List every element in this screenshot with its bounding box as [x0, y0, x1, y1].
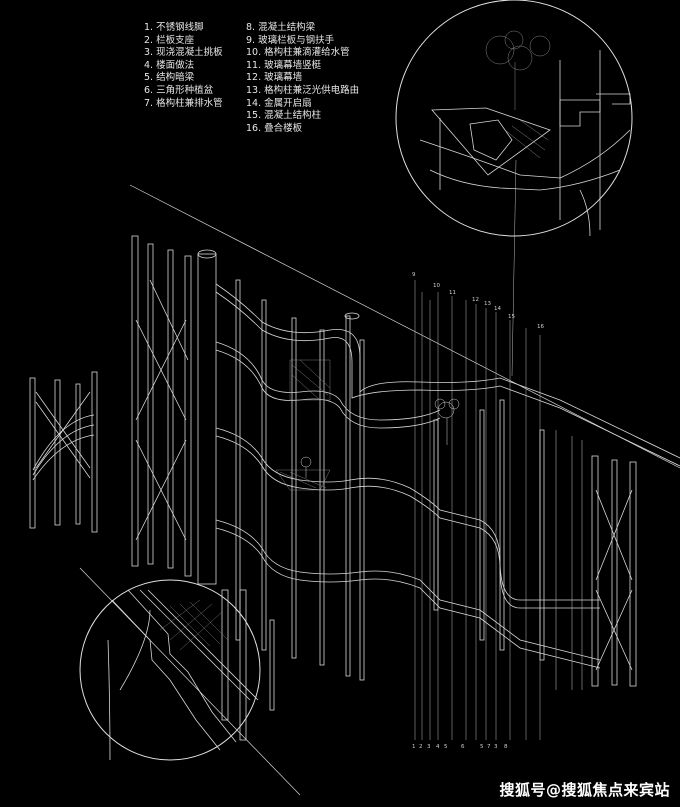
- legend-item: 10. 格构柱兼滴灌给水管: [246, 47, 350, 59]
- legend-item: 11. 玻璃幕墙竖梃: [246, 59, 322, 71]
- callout-top: 13: [484, 301, 491, 307]
- legend-item: 2. 栏板支座: [144, 34, 195, 46]
- legend-item: 8. 混凝土结构梁: [246, 22, 316, 33]
- callout-top: 15: [508, 314, 515, 320]
- callout-bottom: 8: [504, 744, 508, 750]
- callout-top: 9: [412, 272, 416, 278]
- callout-top: 12: [472, 297, 479, 303]
- legend-item: 14. 金属开启扇: [246, 97, 312, 109]
- legend-item: 9. 玻璃栏板与钢扶手: [246, 34, 335, 46]
- watermark-text: 搜狐号@搜狐焦点来宾站: [499, 781, 670, 799]
- legend-item: 1. 不锈钢线脚: [144, 22, 204, 33]
- legend-item: 15. 混凝土结构柱: [246, 110, 322, 122]
- legend-item: 12. 玻璃幕墙: [246, 72, 303, 84]
- legend-column-1: 1. 不锈钢线脚 2. 栏板支座 3. 现浇混凝土挑板 4. 楼面做法 5. 结…: [144, 22, 223, 110]
- legend-item: 7. 格构柱兼排水管: [144, 97, 223, 109]
- callout-top: 14: [494, 306, 501, 312]
- callout-top: 16: [537, 324, 544, 330]
- legend-item: 3. 现浇混凝土挑板: [144, 47, 223, 59]
- callout-bottom: 5: [480, 744, 484, 750]
- legend-item: 13. 格构柱兼泛光供电路由: [246, 84, 360, 96]
- callout-bottom: 3: [427, 744, 431, 750]
- callout-bottom: 4: [436, 744, 440, 750]
- legend-item: 16. 叠合楼板: [246, 122, 303, 134]
- callout-bottom: 6: [461, 744, 465, 750]
- legend-item: 4. 楼面做法: [144, 59, 195, 71]
- legend-column-2: 8. 混凝土结构梁 9. 玻璃栏板与钢扶手 10. 格构柱兼滴灌给水管 11. …: [246, 22, 359, 135]
- callout-bottom: 3: [494, 744, 498, 750]
- callout-bottom: 5: [444, 744, 448, 750]
- legend-item: 6. 三角形种植盆: [144, 84, 214, 96]
- legend-item: 5. 结构暗梁: [144, 72, 195, 84]
- callout-bottom: 1: [412, 744, 416, 750]
- callout-bottom: 7: [487, 744, 491, 750]
- callout-top: 11: [449, 290, 456, 296]
- callout-top: 10: [433, 283, 440, 289]
- callout-bottom: 2: [419, 744, 423, 750]
